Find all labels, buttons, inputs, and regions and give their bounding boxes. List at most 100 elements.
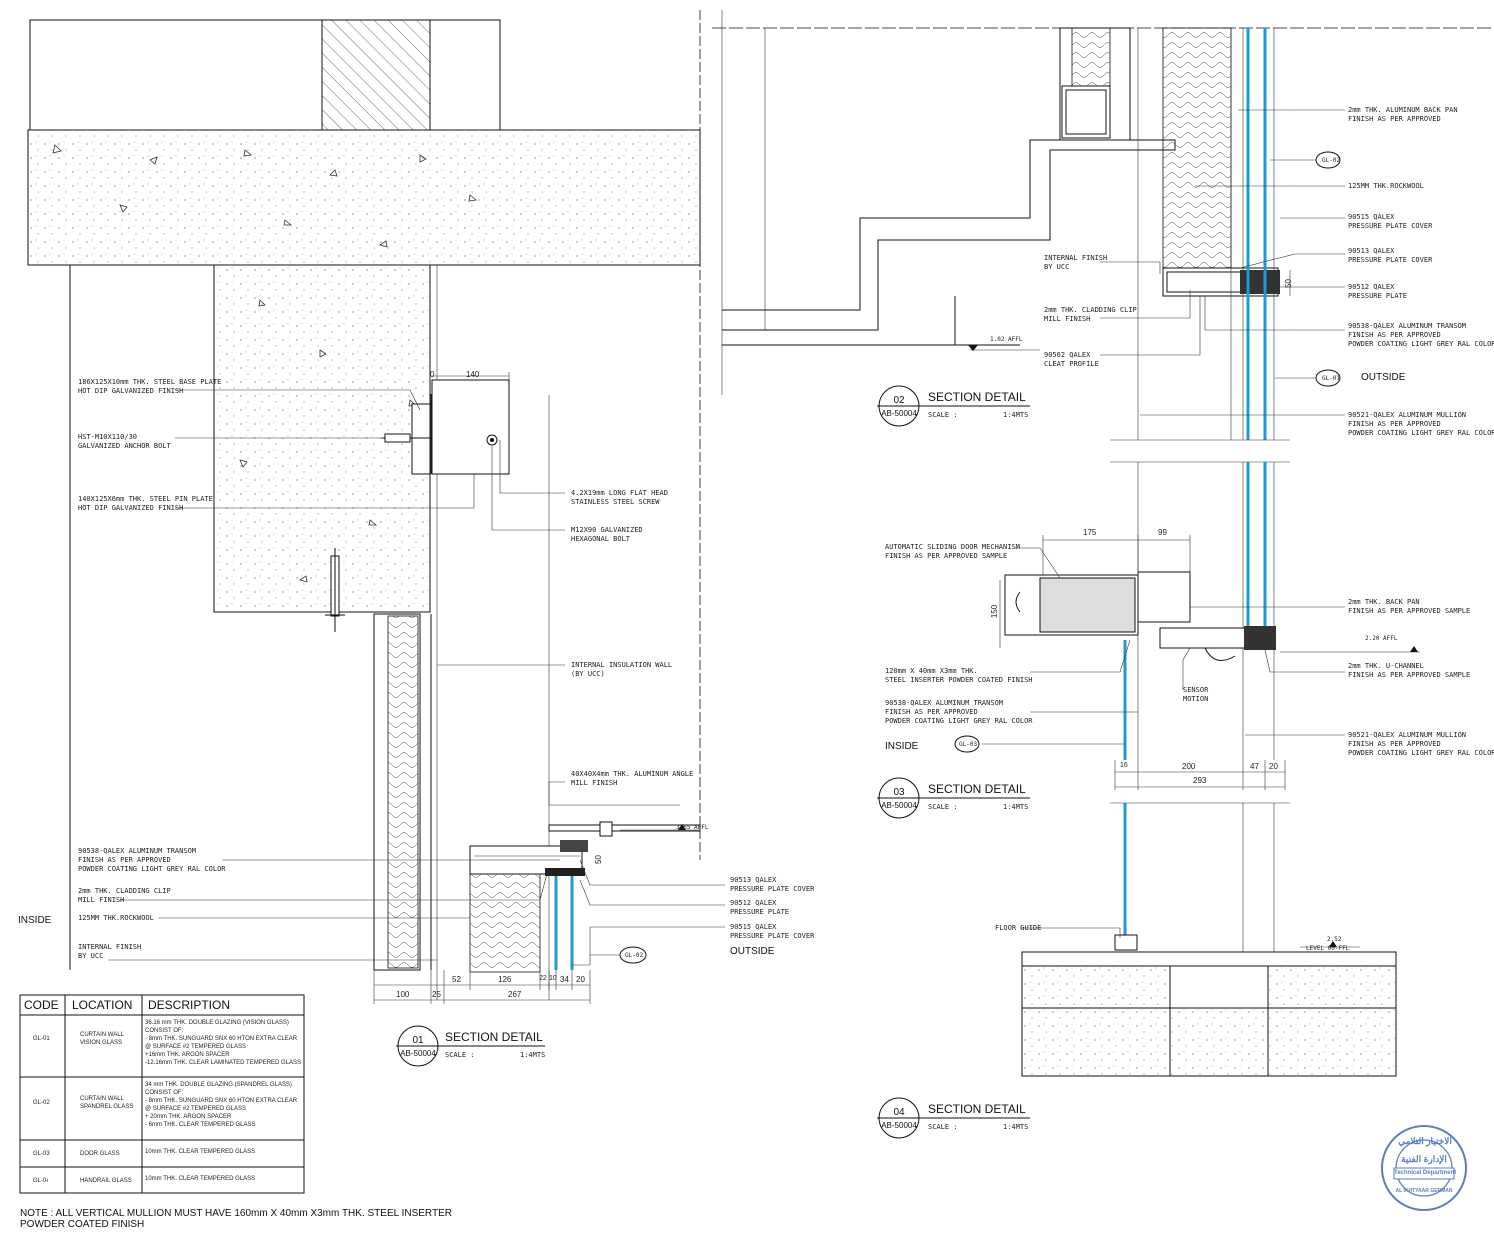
table-row-description: 36.16 mm THK. DOUBLE GLAZING (VISION GLA…: [145, 1020, 302, 1066]
scale-value-02: 1:4MTS: [1003, 411, 1029, 419]
detail-03-drawing: [954, 461, 1420, 790]
tag-gl01-02: GL-01: [1322, 375, 1341, 382]
detail-01-drawing: [27, 10, 725, 1004]
table-row-code: GL-01: [33, 1036, 50, 1042]
section-title-03: SECTION DETAIL: [928, 782, 1026, 796]
rockwool-label-01: 125MM THK.ROCKWOOL: [78, 914, 154, 922]
general-note: NOTE : ALL VERTICAL MULLION MUST HAVE 16…: [20, 1208, 452, 1230]
dim-100: 100: [396, 990, 410, 999]
outside-label-02: OUTSIDE: [1361, 372, 1406, 383]
stamp-department: Technical Department: [1394, 1170, 1457, 1176]
scale-label-03: SCALE :: [928, 803, 958, 811]
dim-34: 34: [560, 975, 569, 984]
dim-52: 52: [452, 975, 461, 984]
scale-value-04: 1:4MTS: [1003, 1123, 1029, 1131]
detail-02-drawing: [712, 10, 1494, 441]
steel-inserter-label: 120mm X 40mm X3mm THK.STEEL INSERTER POW…: [885, 667, 1033, 684]
dim-126: 126: [498, 975, 512, 984]
table-row-code: GL-03: [33, 1151, 50, 1157]
sheet-ref-01: AB-50004: [400, 1049, 436, 1058]
dim-20-03: 20: [1269, 762, 1278, 771]
dim-50-02: 50: [1283, 279, 1293, 288]
detail-01-leaders: [108, 389, 725, 966]
dim-22: 22: [539, 975, 547, 982]
sheet-ref-04: AB-50004: [881, 1121, 917, 1130]
table-header-location: LOCATION: [72, 998, 133, 1012]
level-value-04: 2.52: [1327, 936, 1342, 943]
dim-50-01: 50: [593, 855, 603, 864]
dim-200: 200: [1182, 762, 1196, 771]
dim-150: 150: [990, 604, 1000, 619]
scale-value-01: 1:4MTS: [520, 1051, 546, 1059]
table-row-description: 10mm THK. CLEAR TEMPERED GLASS: [145, 1149, 256, 1155]
table-header-description: DESCRIPTION: [148, 998, 231, 1012]
title-block-04: [877, 1097, 1030, 1139]
level-marker-02: 1.02 AFFL: [990, 336, 1023, 343]
rockwool-insulation: [387, 615, 419, 969]
detail-03-leaders: [982, 547, 1345, 745]
dim-20-01: 20: [576, 975, 585, 984]
table-row-code: GL-0ı: [33, 1178, 49, 1184]
level-marker-03: 2.20 AFFL: [1365, 635, 1398, 642]
dim-267: 267: [508, 990, 522, 999]
stamp-bottom: AL IKHTYAAR GERMAN: [1395, 1188, 1453, 1194]
table-header-code: CODE: [24, 998, 59, 1012]
scale-label-02: SCALE :: [928, 411, 958, 419]
dim-0: 0: [430, 370, 435, 379]
sheet-ref-02: AB-50004: [881, 409, 917, 418]
section-title-01: SECTION DETAIL: [445, 1030, 543, 1044]
detail-number-03: 03: [893, 787, 905, 798]
dim-10: 10: [549, 975, 557, 982]
inside-label-01: INSIDE: [18, 915, 52, 926]
inside-label-03: INSIDE: [885, 741, 919, 752]
tag-gl03: GL-03: [959, 741, 978, 748]
detail-02-leaders: [1100, 109, 1345, 416]
detail-04-drawing: [1020, 802, 1397, 1077]
title-block-02: [877, 385, 1030, 427]
tag-gl02-02: GL-02: [1322, 157, 1341, 164]
title-block-03: [877, 777, 1030, 819]
outside-label-01: OUTSIDE: [730, 946, 775, 957]
detail-number-02: 02: [893, 395, 905, 406]
dim-47: 47: [1250, 762, 1259, 771]
section-title-04: SECTION DETAIL: [928, 1102, 1026, 1116]
dim-99: 99: [1158, 528, 1167, 537]
dim-25: 25: [432, 990, 441, 999]
table-row-location: DOOR GLASS: [80, 1151, 120, 1157]
rockwool-label-02: 125MM THK.ROCKWOOL: [1348, 182, 1424, 190]
dim-16: 16: [1120, 762, 1128, 769]
dim-293: 293: [1193, 776, 1207, 785]
tag-gl02-01: GL-02: [625, 952, 644, 959]
rockwool-column: [1162, 27, 1232, 269]
scale-label-01: SCALE :: [445, 1051, 475, 1059]
detail-number-04: 04: [893, 1107, 905, 1118]
title-block-01: [396, 1025, 545, 1067]
table-row-description: 34 mm THK. DOUBLE GLAZING (SPANDREL GLAS…: [145, 1082, 298, 1128]
insulation-wall-label: INTERNAL INSULATION WALL(BY UCC): [571, 661, 673, 678]
table-row-code: GL-02: [33, 1100, 50, 1106]
floor-guide-label: FLOOR GUIDE: [995, 924, 1042, 932]
